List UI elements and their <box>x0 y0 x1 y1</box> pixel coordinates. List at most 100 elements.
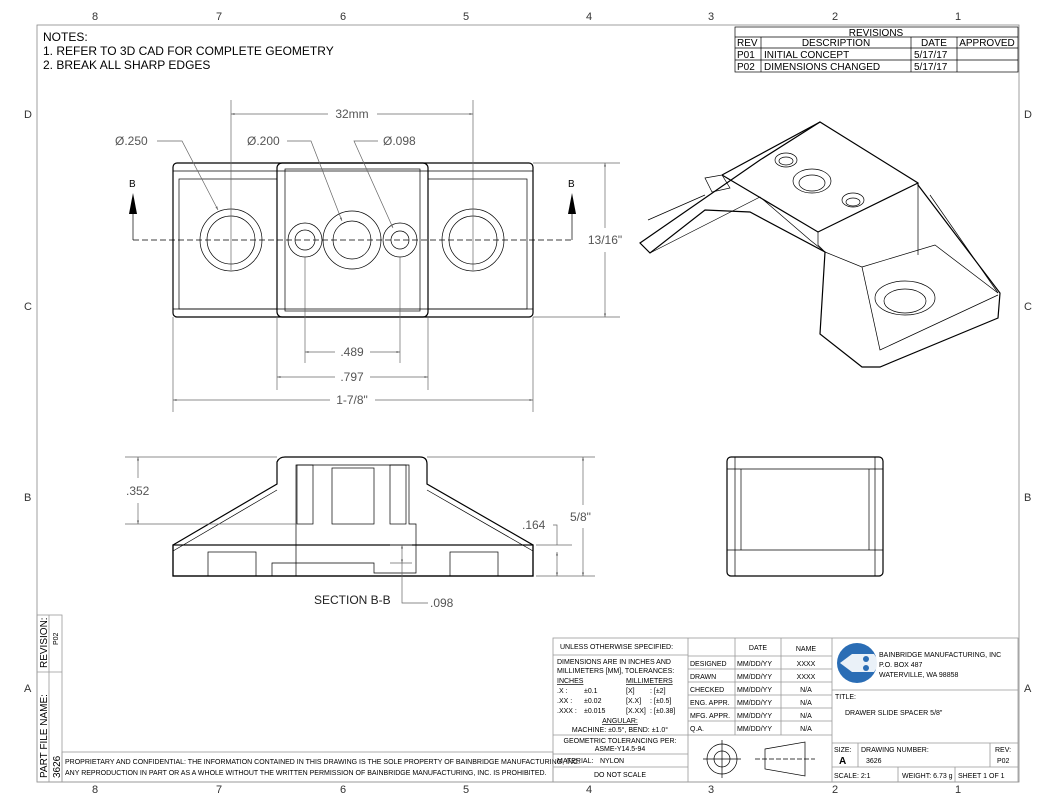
approval-role: DRAWN <box>690 674 716 681</box>
revisions-title: REVISIONS <box>849 28 904 39</box>
confidential-line: PROPRIETARY AND CONFIDENTIAL: THE INFORM… <box>65 759 580 766</box>
approval-role: ENG. APPR. <box>690 700 730 707</box>
approval-role: Q.A. <box>690 726 704 733</box>
dim-flange: .164 <box>522 518 546 532</box>
tolerance-text: DIMENSIONS ARE IN INCHES AND <box>557 659 671 666</box>
section-arrow-icon <box>129 193 137 214</box>
title-block: UNLESS OTHERWISE SPECIFIED: DIMENSIONS A… <box>552 637 1019 783</box>
approval-date: MM/DD/YY <box>737 700 772 707</box>
confidential-notice: PROPRIETARY AND CONFIDENTIAL: THE INFORM… <box>61 751 580 783</box>
rev-cell: P02 <box>737 62 755 73</box>
mm-label: MILLIMETERS <box>626 678 673 685</box>
rev-header: DATE <box>921 38 947 49</box>
isometric-view <box>639 121 1001 368</box>
dim-hole-spacing: 32mm <box>335 107 368 121</box>
dim-dia-large: Ø.250 <box>115 134 148 148</box>
title-label: TITLE: <box>835 694 856 701</box>
company-name: BAINBRIDGE MANUFACTURING, INC <box>879 652 1001 659</box>
zone-row: A <box>24 683 32 695</box>
angular-value: MACHINE: ±0.5°, BEND: ±1.0° <box>572 726 668 734</box>
approval-name: XXXX <box>797 674 816 681</box>
tol-cell: ±0.015 <box>584 708 605 715</box>
material-value: NYLON <box>600 758 624 765</box>
front-view: B B 32mm Ø.250 Ø.200 Ø.098 13/16" .489 .… <box>115 100 622 412</box>
angular-label: ANGULAR: <box>602 718 638 725</box>
zone-row: B <box>1024 492 1031 504</box>
section-marker: B <box>129 179 136 190</box>
tol-cell: ±0.02 <box>584 698 602 705</box>
rev-cell: INITIAL CONCEPT <box>764 50 849 61</box>
zone-col: 5 <box>463 11 469 23</box>
do-not-scale: DO NOT SCALE <box>594 772 646 779</box>
zone-row: D <box>24 109 32 121</box>
zone-col: 1 <box>955 784 961 796</box>
zone-col: 7 <box>216 784 222 796</box>
dim-dia-small: Ø.098 <box>383 134 416 148</box>
material-label: MATERIAL: <box>557 758 593 765</box>
approval-date: MM/DD/YY <box>737 687 772 694</box>
geometric-value: ASME-Y14.5-94 <box>595 746 646 753</box>
tol-cell: [X.X] <box>626 698 641 705</box>
notes: NOTES: 1. REFER TO 3D CAD FOR COMPLETE G… <box>43 30 334 72</box>
approval-name: N/A <box>800 700 812 707</box>
section-label: SECTION B-B <box>314 593 391 607</box>
sheet: SHEET 1 OF 1 <box>958 773 1005 780</box>
rev-header: REV <box>737 38 758 49</box>
zone-col: 8 <box>92 784 98 796</box>
dim-dia-mid: Ø.200 <box>247 134 280 148</box>
part-file-value: 3626 <box>52 755 63 778</box>
tol-cell: : [±2] <box>650 688 666 695</box>
tol-cell: .X : <box>557 688 568 695</box>
scale: SCALE: 2:1 <box>834 773 871 780</box>
approval-date: MM/DD/YY <box>737 713 772 720</box>
approval-name: N/A <box>800 713 812 720</box>
tol-cell: .XXX : <box>557 708 577 715</box>
note-item: 1. REFER TO 3D CAD FOR COMPLETE GEOMETRY <box>43 44 334 58</box>
approval-rows: DESIGNED MM/DD/YY XXXX DRAWN MM/DD/YY XX… <box>690 661 816 733</box>
dim-height: 13/16" <box>588 233 622 247</box>
zone-col: 4 <box>586 11 592 23</box>
zone-col: 6 <box>340 784 346 796</box>
company-logo <box>837 643 880 683</box>
rev-label: REV: <box>995 747 1011 754</box>
dim-small-hole-spacing: .489 <box>340 345 364 359</box>
revisions-table: REVISIONS REV DESCRIPTION DATE APPROVED … <box>734 26 1019 73</box>
zone-col: 2 <box>832 11 838 23</box>
revision-value: P02 <box>53 632 60 645</box>
note-item: 2. BREAK ALL SHARP EDGES <box>43 58 210 72</box>
zone-col: 2 <box>832 784 838 796</box>
approval-role: CHECKED <box>690 687 724 694</box>
approval-header: NAME <box>796 646 817 653</box>
tolerance-text: MILLIMETERS [MM], TOLERANCES: <box>557 668 674 675</box>
approval-name: XXXX <box>797 661 816 668</box>
revision-label: REVISION: <box>39 617 50 668</box>
approval-date: MM/DD/YY <box>737 661 772 668</box>
dim-top-height: .352 <box>126 484 150 498</box>
zone-col: 5 <box>463 784 469 796</box>
inches-label: INCHES <box>557 678 584 685</box>
approval-name: N/A <box>800 726 812 733</box>
section-marker: B <box>568 179 575 190</box>
rev-value: P02 <box>997 758 1010 765</box>
rev-header: DESCRIPTION <box>802 38 870 49</box>
tol-cell: [X] <box>626 688 635 695</box>
drawing-number-label: DRAWING NUMBER: <box>861 747 929 754</box>
tol-cell: ±0.1 <box>584 688 598 695</box>
geometric-label: GEOMETRIC TOLERANCING PER: <box>564 738 677 745</box>
rev-header: APPROVED <box>959 38 1015 49</box>
zone-col: 3 <box>708 784 714 796</box>
tolerance-heading: UNLESS OTHERWISE SPECIFIED: <box>560 644 673 651</box>
size-value: A <box>839 756 846 767</box>
drawing-number-value: 3626 <box>866 758 882 765</box>
part-file-box: REVISION: P02 PART FILE NAME: 3626 <box>36 614 63 783</box>
zone-col: 3 <box>708 11 714 23</box>
approval-name: N/A <box>800 687 812 694</box>
zone-col: 6 <box>340 11 346 23</box>
zone-row: B <box>24 492 31 504</box>
confidential-line: ANY REPRODUCTION IN PART OR AS A WHOLE W… <box>65 770 547 777</box>
rev-cell: DIMENSIONS CHANGED <box>764 62 880 73</box>
dim-recess: .098 <box>430 596 454 610</box>
company-address: P.O. BOX 487 <box>879 662 923 669</box>
zone-markers: 8 7 6 5 4 3 2 1 8 7 6 5 4 3 2 1 D C B A … <box>24 11 1032 796</box>
